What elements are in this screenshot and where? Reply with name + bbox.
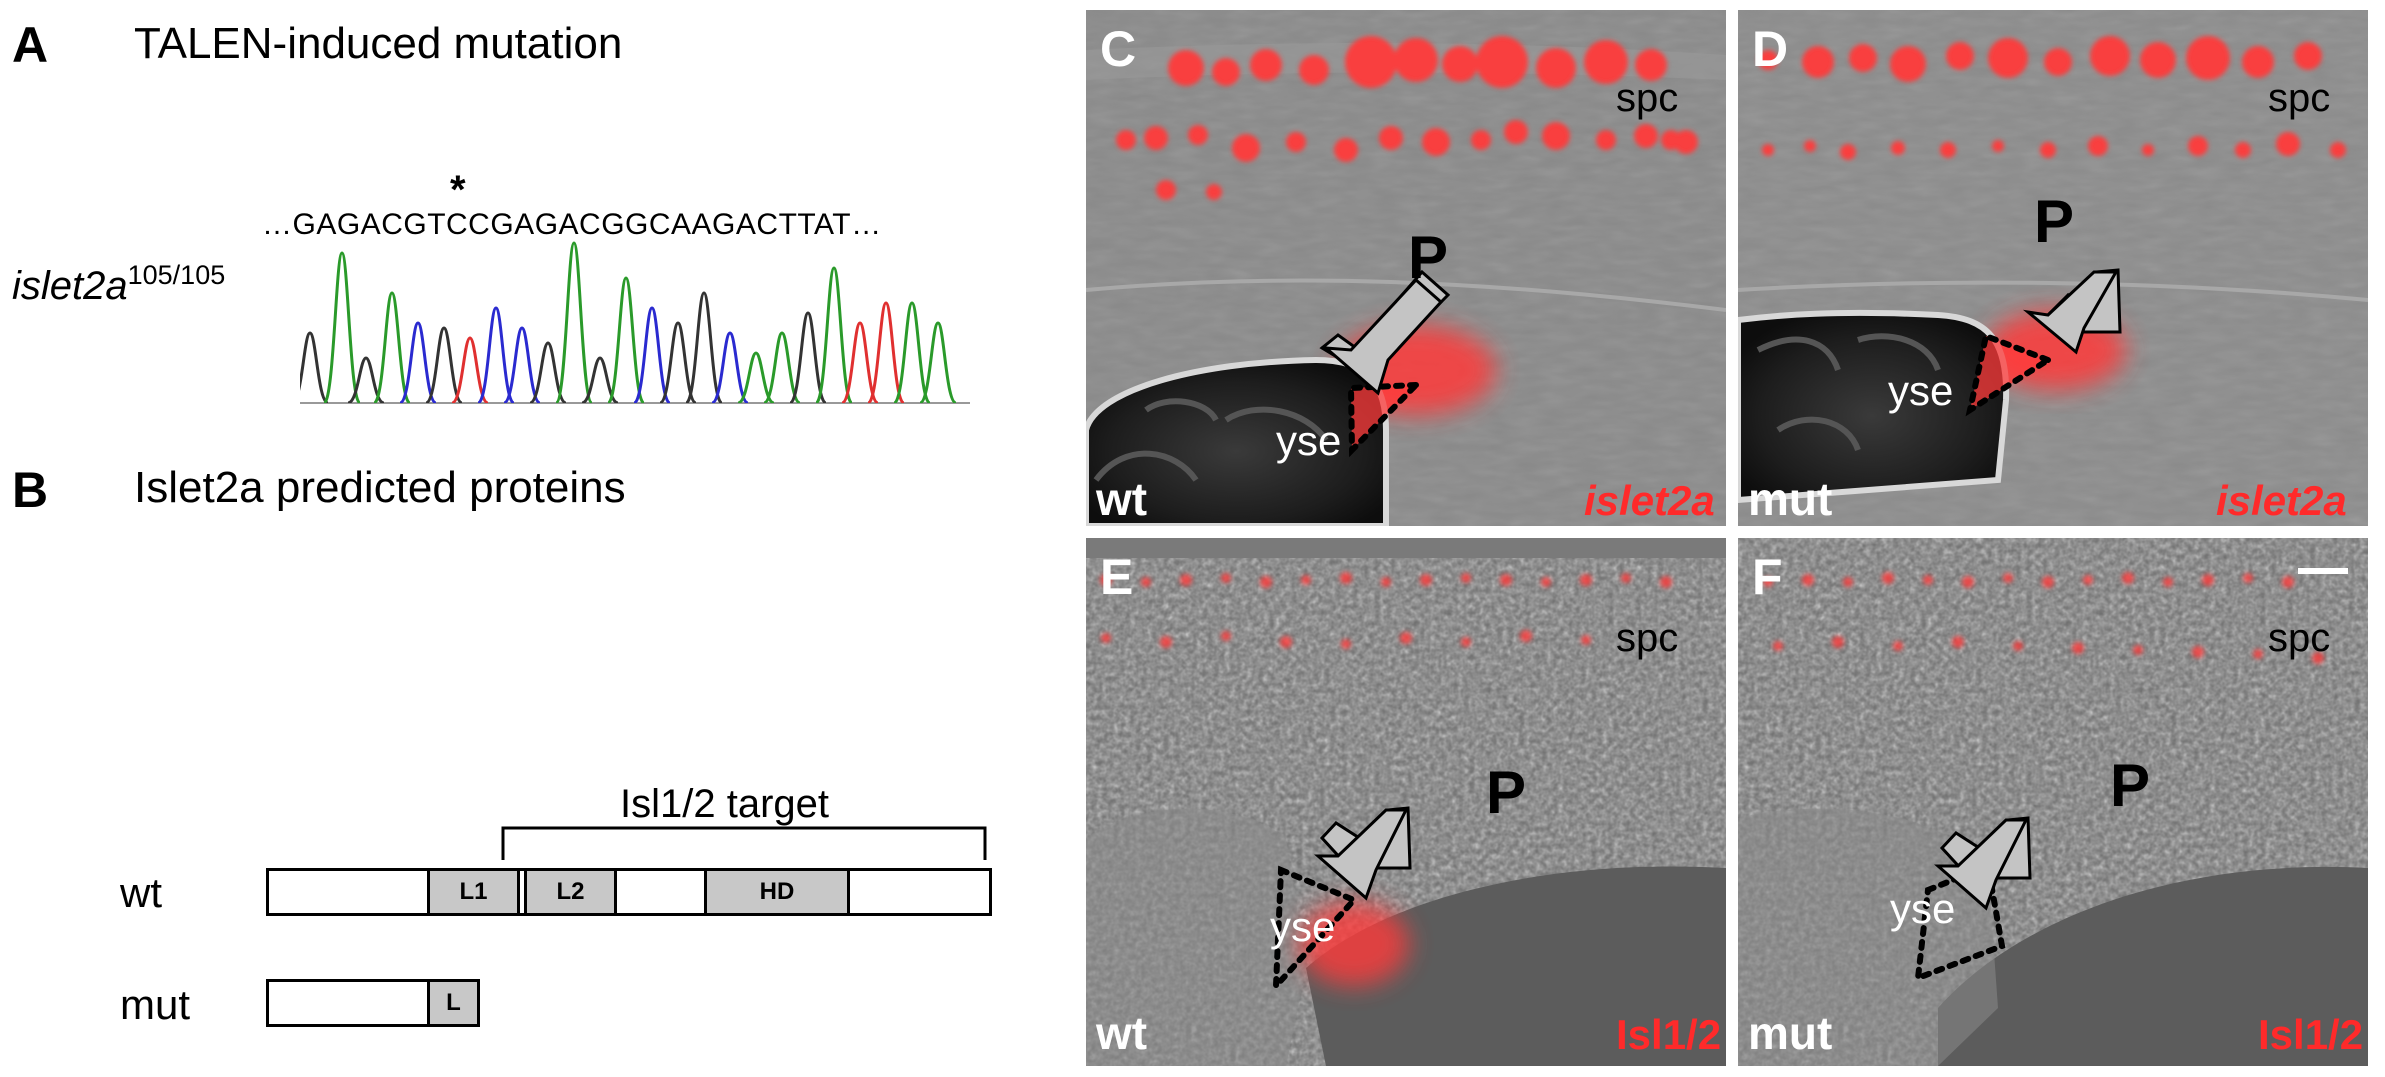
chromatogram-peak	[300, 331, 329, 403]
chromatogram-peak	[918, 321, 958, 403]
isl-target-label: Isl1/2 target	[620, 782, 830, 826]
panel-d-p-label: P	[2034, 188, 2075, 255]
panel-f-yse-label: yse	[1890, 885, 1956, 932]
chromatogram-peak	[502, 326, 542, 403]
panel-d-probe: islet2a	[2216, 477, 2347, 524]
chromatogram-peak	[398, 321, 438, 403]
mut-domain-l: L	[427, 982, 477, 1024]
panel-d-spc-label: spc	[2268, 76, 2331, 120]
chromatogram-peak	[763, 331, 801, 403]
chromatogram-peak	[451, 336, 489, 403]
panel-c-spc-label: spc	[1616, 76, 1679, 120]
panel-c-yse-label: yse	[1276, 417, 1342, 464]
wt-domain-hd: HD	[704, 871, 850, 913]
chromatogram-peak	[347, 356, 385, 403]
chromatogram-peak	[684, 291, 724, 403]
chromatogram-peak	[814, 266, 854, 403]
mut-protein-bar: L	[266, 979, 480, 1027]
genotype-superscript: 105/105	[127, 260, 226, 290]
panel-a-letter: A	[12, 17, 49, 73]
panel-e-p-label: P	[1486, 759, 1527, 826]
chromatogram-peak	[322, 251, 362, 403]
chromatogram-peak	[632, 306, 672, 403]
panel-e-spc-label: spc	[1616, 616, 1679, 660]
panel-d-yse-label: yse	[1888, 367, 1954, 414]
panel-a-title: TALEN-induced mutation	[134, 19, 623, 68]
panel-e-yse-label: yse	[1270, 903, 1336, 950]
isl-target-bracket	[501, 826, 987, 860]
panel-f-probe: Isl1/2	[2258, 1011, 2364, 1058]
chromatogram-peak	[372, 291, 412, 403]
panel-f-letter: F	[1752, 549, 1783, 605]
panel-d-genotype: mut	[1748, 473, 1833, 525]
chromatogram-peak	[788, 311, 828, 403]
genotype-name: islet2a	[12, 264, 128, 308]
sequencing-chromatogram	[300, 241, 970, 404]
wt-protein-bar: L1 L2 HD	[266, 868, 992, 916]
micrograph-c: C spc P yse wt islet2a	[1086, 10, 1726, 526]
chromatogram-peak	[529, 341, 567, 403]
mutation-asterisk: *	[450, 168, 466, 212]
micrograph-f: F spc P yse mut Isl1/2	[1738, 538, 2368, 1066]
chromatogram-peak	[866, 301, 906, 403]
wt-domain-l2: L2	[524, 871, 617, 913]
panel-c-probe: islet2a	[1584, 477, 1715, 524]
panel-e-letter: E	[1100, 549, 1134, 605]
chromatogram-peak	[840, 321, 880, 403]
mut-protein-label: mut	[120, 981, 191, 1028]
wt-protein-label: wt	[120, 869, 162, 916]
panel-f-spc-label: spc	[2268, 616, 2331, 660]
panel-c-letter: C	[1100, 21, 1137, 77]
genotype-label: islet2a105/105	[12, 260, 226, 308]
panel-f-genotype: mut	[1748, 1007, 1833, 1059]
panel-b-title: Islet2a predicted proteins	[134, 463, 626, 512]
panel-b-letter: B	[12, 462, 49, 518]
dna-sequence: …GAGACGTCCGAGACGGCAAGACTTAT…	[262, 208, 882, 241]
micrograph-e: E spc P yse wt Isl1/2	[1086, 538, 1726, 1066]
chromatogram-peak	[711, 331, 749, 403]
chromatogram-peak	[424, 326, 464, 403]
micrograph-d: D spc P yse mut islet2a	[1738, 10, 2368, 526]
panel-f-p-label: P	[2110, 752, 2151, 819]
chromatogram-peak	[554, 241, 594, 403]
panel-c-p-label: P	[1408, 224, 1449, 291]
panel-d-letter: D	[1752, 21, 1789, 77]
chromatogram-peak	[658, 321, 698, 403]
panel-c-genotype: wt	[1096, 473, 1148, 525]
chromatogram-peak	[892, 301, 932, 403]
chromatogram-peak	[606, 276, 646, 403]
panel-e-probe: Isl1/2	[1616, 1011, 1722, 1058]
wt-domain-l1: L1	[427, 871, 520, 913]
chromatogram-peak	[476, 306, 516, 403]
chromatogram-peak	[737, 351, 775, 403]
panel-e-genotype: wt	[1096, 1007, 1148, 1059]
